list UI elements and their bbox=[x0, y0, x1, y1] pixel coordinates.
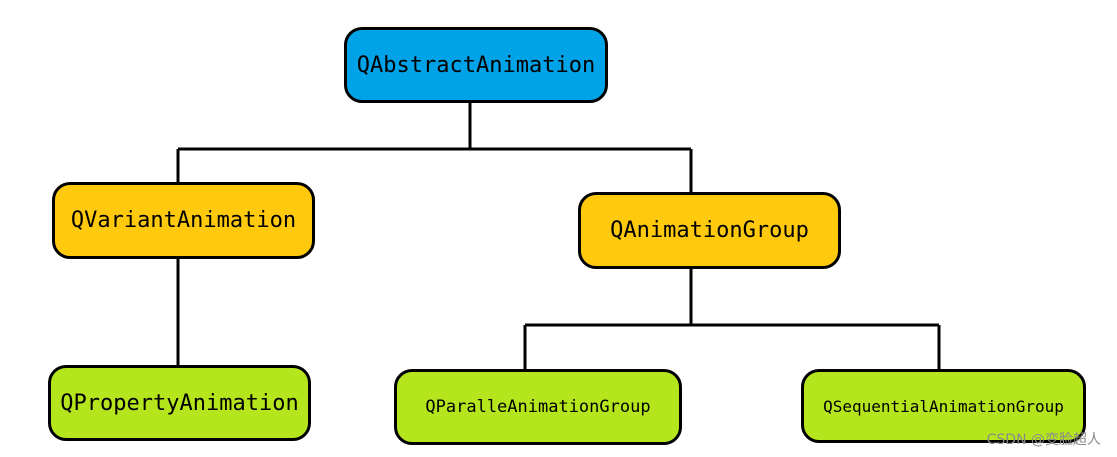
node-qvariantanimation: QVariantAnimation bbox=[52, 182, 315, 259]
node-qsequentialanimationgroup: QSequentialAnimationGroup bbox=[801, 369, 1086, 443]
node-qabstractanimation: QAbstractAnimation bbox=[344, 27, 608, 103]
node-qparalleanimationgroup: QParalleAnimationGroup bbox=[394, 369, 682, 445]
watermark: CSDN @变脸超人 bbox=[986, 432, 1101, 448]
node-qanimationgroup: QAnimationGroup bbox=[578, 192, 841, 269]
node-qpropertyanimation: QPropertyAnimation bbox=[48, 365, 311, 441]
